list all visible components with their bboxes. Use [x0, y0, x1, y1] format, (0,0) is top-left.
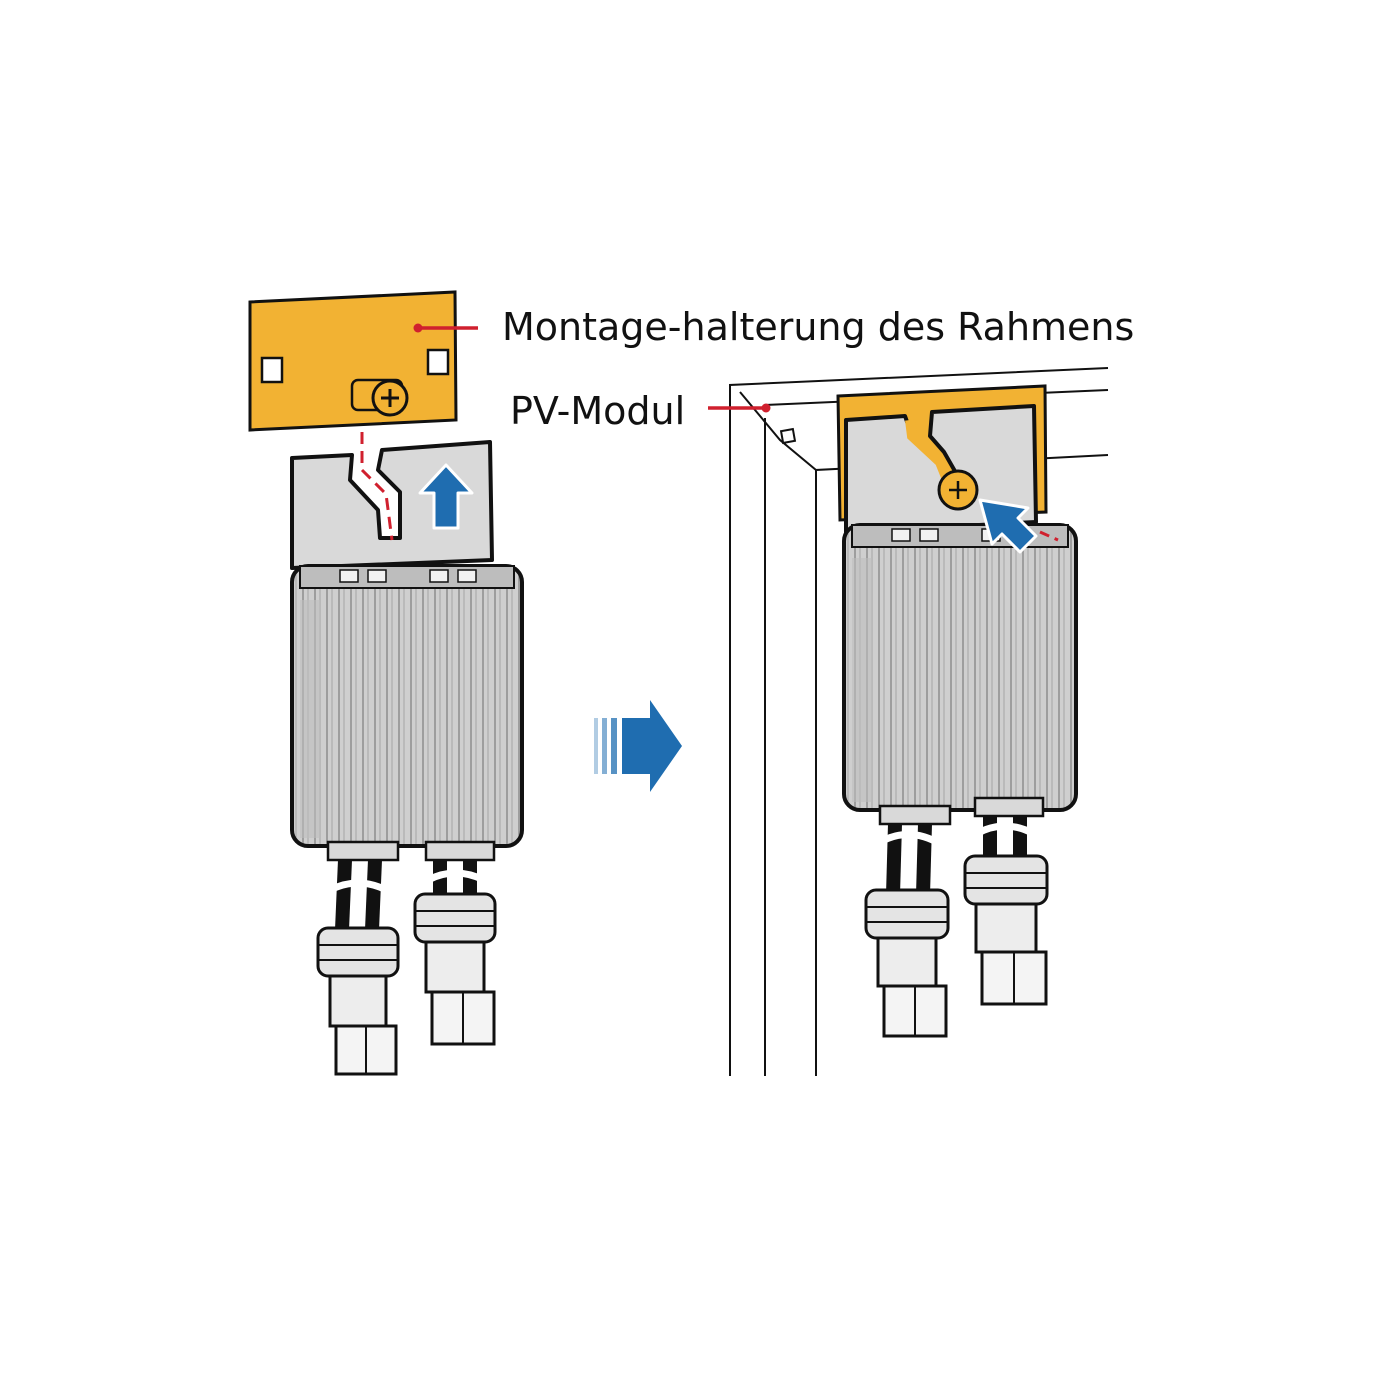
pv-module-label: PV-Modul — [510, 389, 686, 433]
connector-right-1 — [864, 888, 950, 1038]
bracket-label: Montage-halterung des Rahmens — [502, 305, 1135, 349]
connector-left-1 — [316, 926, 400, 1076]
cables-right — [878, 816, 1036, 896]
arrow-diagonal-icon — [978, 498, 1059, 554]
connector-right-2 — [963, 854, 1049, 1006]
arrow-right-icon — [594, 700, 682, 792]
screw-icon — [350, 378, 409, 417]
mounting-bracket — [248, 290, 478, 432]
arrow-up-icon — [418, 463, 474, 530]
connector-left-2 — [413, 892, 497, 1046]
cables-left — [328, 859, 486, 931]
optimizer-device-left — [290, 432, 524, 862]
screw-icon — [937, 469, 979, 511]
